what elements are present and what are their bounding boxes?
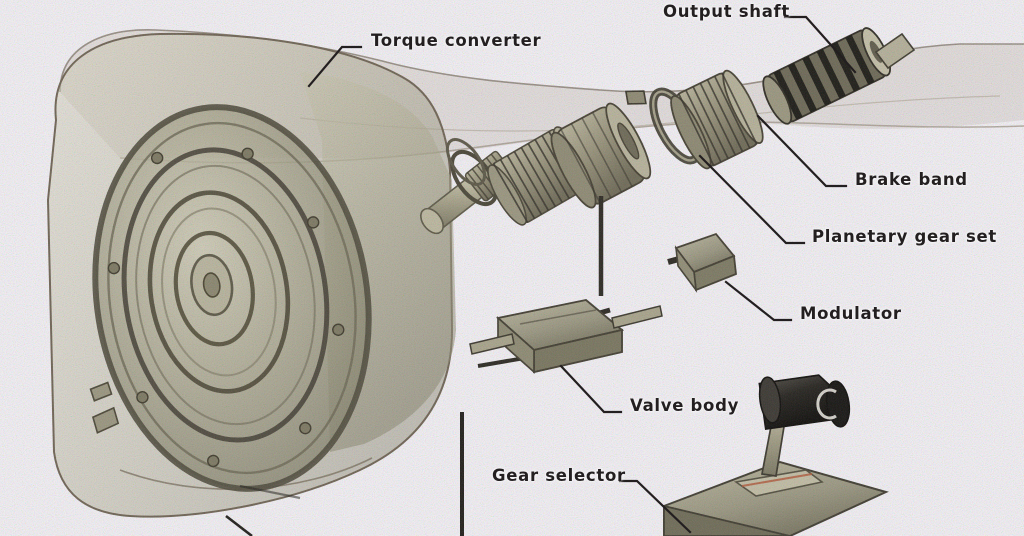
leader-valve-body <box>559 364 623 414</box>
label-torque-converter: Torque converter <box>371 31 542 50</box>
label-brake-band: Brake band <box>855 170 968 189</box>
leader-torque-converter <box>307 45 363 88</box>
leader-output-shaft <box>783 15 857 74</box>
leader-brake-band <box>756 114 848 188</box>
label-valve-body: Valve body <box>630 396 740 415</box>
leader-planetary-gear-set <box>698 154 806 245</box>
leader-modulator <box>724 280 793 322</box>
label-output-shaft: Output shaft <box>663 2 791 21</box>
leader-gear-selector <box>618 479 692 534</box>
label-planetary-gear-set: Planetary gear set <box>812 227 997 246</box>
label-modulator: Modulator <box>800 304 902 323</box>
label-gear-selector: Gear selector <box>492 466 626 485</box>
